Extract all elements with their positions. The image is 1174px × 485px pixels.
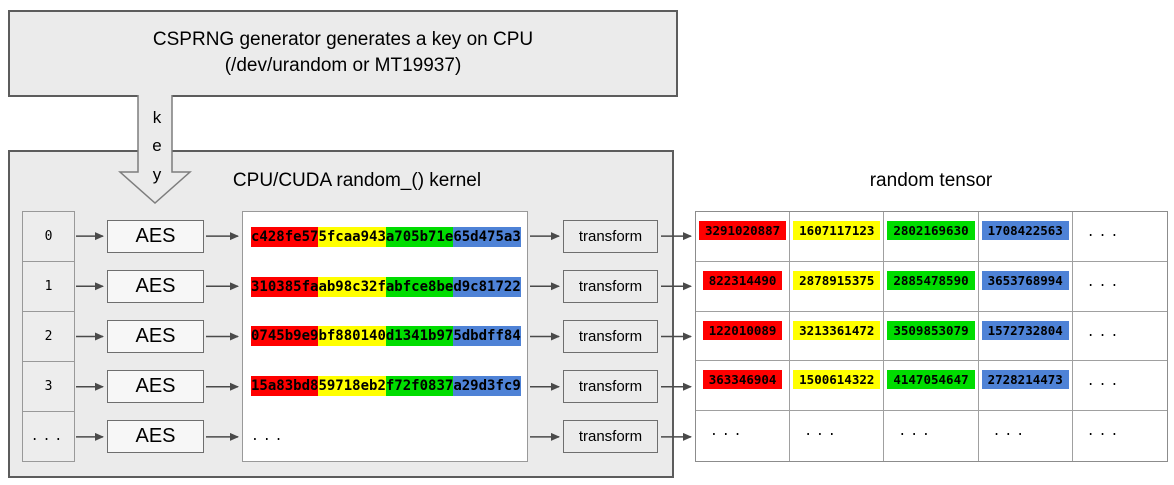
tensor-value-blue: 2728214473: [981, 370, 1069, 390]
tensor-ellipsis: ...: [1086, 225, 1123, 240]
aes-box: AES: [107, 269, 204, 303]
tensor-ellipsis: ...: [804, 424, 840, 440]
hex-segment-yellow: 59718eb2: [318, 376, 386, 397]
tensor-cell: ...: [1072, 312, 1167, 362]
tensor-cell: 3213361472: [790, 311, 885, 362]
tensor-cell: ...: [1073, 411, 1167, 461]
hex-segment-green: a705b71e: [385, 226, 454, 247]
tensor-value-red: 363346904: [702, 370, 783, 390]
tensor-cell: 122010089: [696, 311, 791, 362]
index-cell: 3: [23, 362, 74, 412]
tensor-cell: 1572732804: [978, 311, 1073, 362]
tensor-value-yellow: 2878915375: [793, 270, 881, 290]
tensor-cell: 4147054647: [884, 361, 979, 412]
tensor-value-green: 3509853079: [887, 320, 975, 340]
index-cell: ...: [30, 429, 67, 444]
tensor-value-green: 2885478590: [887, 270, 975, 290]
tensor-ellipsis: ...: [898, 424, 934, 440]
tensor-cell: 822314490: [696, 261, 791, 312]
tensor-cell: ...: [884, 411, 979, 461]
transform-box: transform: [563, 219, 658, 253]
aes-box: AES: [107, 370, 204, 404]
tensor-cell: 1708422563: [978, 212, 1073, 262]
tensor-cell: 1607117123: [790, 212, 885, 262]
hex-segment-red: c428fe57: [251, 226, 319, 247]
tensor-ellipsis: ...: [1086, 374, 1123, 390]
tensor-ellipsis: ...: [710, 424, 746, 440]
transform-box: transform: [563, 269, 658, 303]
tensor-value-red: 122010089: [702, 320, 783, 340]
key-down-arrow-icon: k e y: [118, 95, 192, 205]
tensor-cell: 3509853079: [884, 311, 979, 362]
tensor-cell: 2802169630: [884, 212, 979, 262]
tensor-cell: 2878915375: [790, 261, 885, 312]
random-tensor-table: 3291020887 1607117123 2802169630 1708422563…: [695, 211, 1168, 462]
hex-segment-blue: d9c81722: [453, 276, 521, 297]
tensor-cell: 3291020887: [696, 212, 791, 262]
tensor-value-red: 3291020887: [698, 221, 787, 240]
tensor-value-red: 822314490: [702, 270, 783, 290]
hex-segment-red: 0745b9e9: [251, 326, 319, 347]
tensor-ellipsis: ...: [1086, 274, 1123, 290]
csprng-text-line1: CSPRNG generator generates a key on CPU: [152, 29, 534, 50]
tensor-ellipsis: ...: [1086, 324, 1123, 340]
aes-box: AES: [107, 420, 204, 454]
transform-box: transform: [563, 420, 658, 454]
hex-segment-red: 310385fa: [251, 276, 319, 297]
tensor-ellipsis: ...: [1086, 424, 1123, 440]
hex-segment-blue: 5dbdff84: [453, 326, 521, 347]
transform-box: transform: [563, 370, 658, 404]
tensor-cell: ...: [1072, 262, 1167, 312]
hex-segment-green: d1341b97: [385, 326, 454, 347]
tensor-value-green: 4147054647: [887, 370, 975, 390]
key-letter-k: k: [153, 108, 162, 127]
csprng-generator-box: CSPRNG generator generates a key on CPU …: [8, 10, 678, 97]
hex-row: ...: [243, 411, 527, 461]
tensor-cell: 2728214473: [978, 361, 1073, 412]
tensor-value-blue: 3653768994: [981, 270, 1069, 290]
tensor-title: random tensor: [869, 170, 993, 191]
tensor-value-yellow: 1500614322: [793, 370, 881, 390]
kernel-title: CPU/CUDA random_() kernel: [232, 170, 482, 191]
index-cell: 2: [23, 312, 74, 362]
tensor-cell: 2885478590: [884, 261, 979, 312]
tensor-cell: 1500614322: [790, 361, 885, 412]
tensor-value-yellow: 1607117123: [793, 221, 881, 240]
key-letter-y: y: [153, 165, 162, 184]
key-letter-e: e: [152, 136, 161, 155]
tensor-cell: ...: [790, 411, 885, 461]
transform-box: transform: [563, 320, 658, 353]
hex-segment-blue: a29d3fc9: [453, 376, 521, 397]
tensor-cell: ...: [1072, 361, 1167, 412]
index-cell: 1: [23, 262, 74, 312]
hex-segment-yellow: 5fcaa943: [318, 226, 386, 247]
index-cell: 0: [23, 212, 74, 262]
hex-segment-blue: 65d475a3: [453, 226, 521, 247]
tensor-cell: ...: [979, 411, 1073, 461]
tensor-value-yellow: 3213361472: [793, 320, 881, 340]
hex-segment-green: abfce8be: [385, 276, 454, 297]
tensor-value-green: 2802169630: [887, 221, 975, 240]
tensor-value-blue: 1572732804: [981, 320, 1069, 340]
hex-segment-green: f72f0837: [385, 376, 454, 397]
aes-box: AES: [107, 320, 204, 353]
tensor-cell: ...: [696, 411, 791, 461]
aes-box: AES: [107, 219, 204, 253]
tensor-cell: ...: [1072, 212, 1167, 262]
tensor-ellipsis: ...: [992, 424, 1029, 440]
tensor-cell: 363346904: [696, 361, 791, 412]
hex-segment-red: 15a83bd8: [251, 376, 319, 397]
csprng-text-line2: (/dev/urandom or MT19937): [224, 55, 462, 76]
hex-segment-yellow: bf880140: [318, 326, 386, 347]
hex-segment-yellow: ab98c32f: [318, 276, 386, 297]
tensor-cell: 3653768994: [978, 261, 1073, 312]
hex-ellipsis: ...: [251, 428, 287, 444]
tensor-value-blue: 1708422563: [981, 221, 1069, 240]
